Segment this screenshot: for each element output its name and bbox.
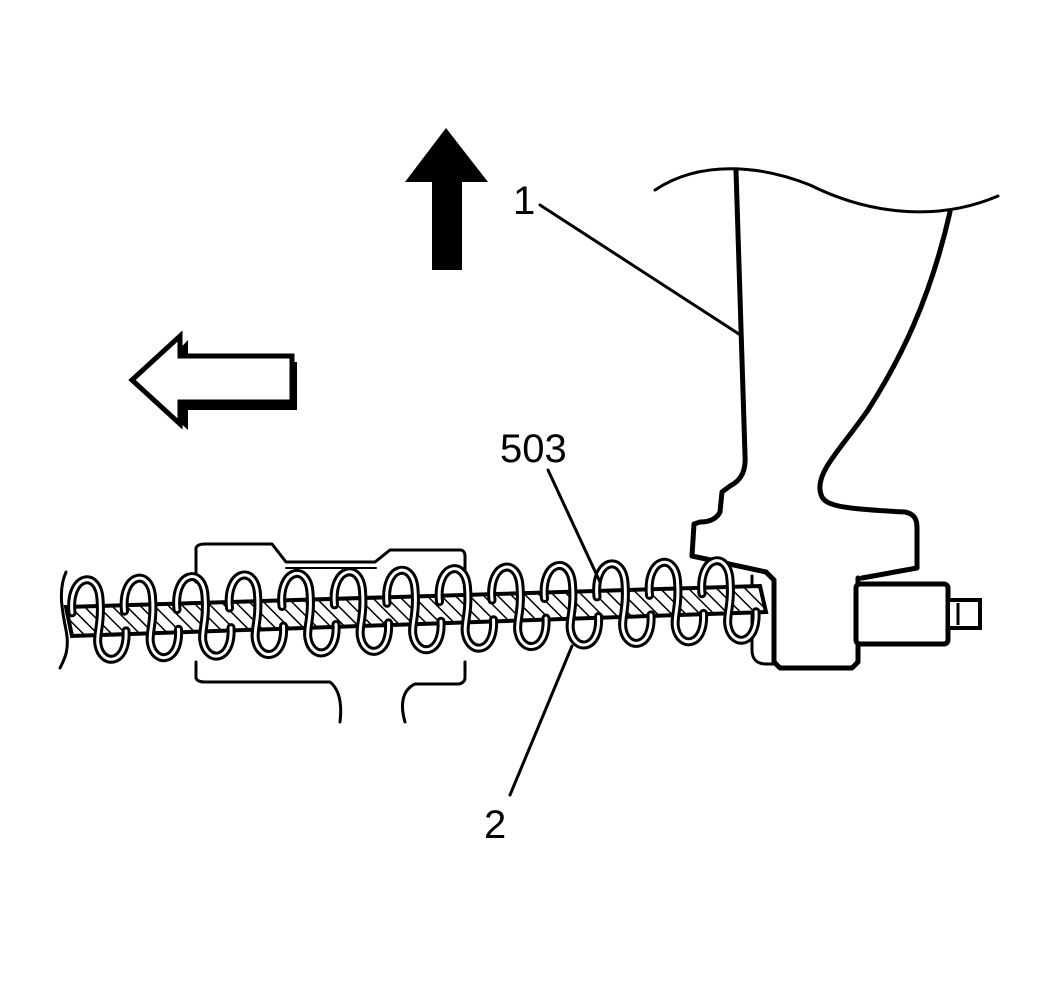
spring-coil-highlight [385, 568, 443, 652]
coil-spring [67, 556, 761, 664]
spring-coil-highlight [175, 575, 233, 658]
callout-2: 2 [484, 803, 506, 847]
spring-coil-highlight [595, 562, 653, 645]
leader-line-503 [546, 468, 602, 584]
up-arrow-icon [405, 128, 488, 270]
spring-coil-highlight [437, 567, 496, 650]
leader-lines [508, 203, 744, 797]
spring-coil-highlight [70, 578, 128, 661]
left-arrow-icon [128, 330, 297, 430]
leader-line-2 [508, 644, 574, 797]
spring-coil-highlight [122, 576, 181, 660]
spring-coil-highlight [700, 559, 758, 642]
callout-503: 503 [500, 427, 567, 471]
leader-line-1 [538, 203, 744, 338]
callout-1: 1 [513, 179, 535, 223]
spring-coil-highlight [227, 573, 286, 656]
spring-coil-highlight [647, 560, 706, 644]
spring-coil-highlight [332, 570, 391, 653]
spring-coil-highlight [280, 571, 338, 655]
spring-coil-highlight [490, 565, 548, 648]
spring-coil-highlight [542, 564, 601, 647]
rack-channel [194, 542, 467, 724]
housing-bracket [653, 167, 1000, 671]
